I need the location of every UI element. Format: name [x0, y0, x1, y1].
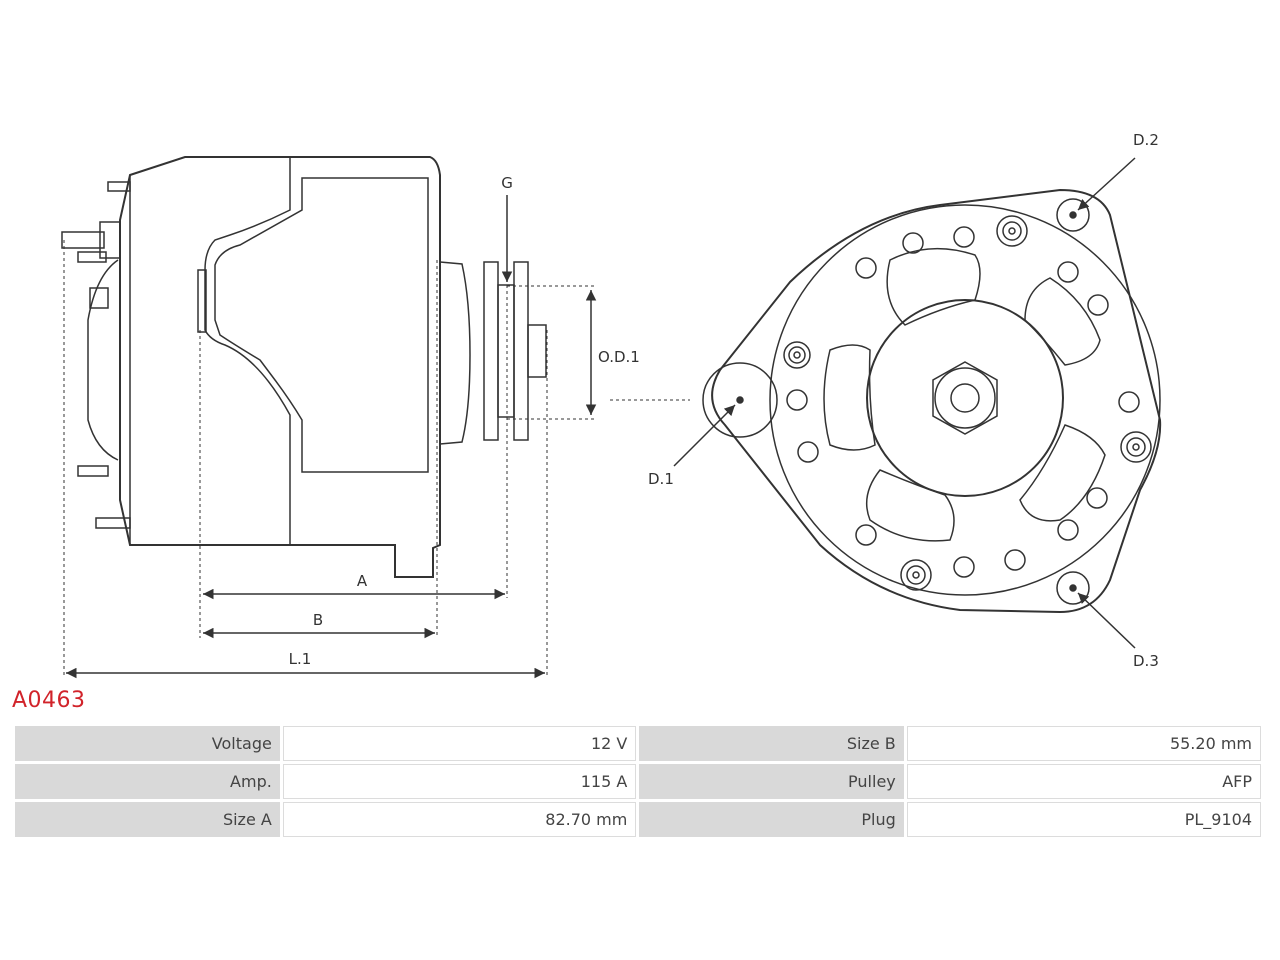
side-view	[61, 156, 547, 578]
rear-regulator	[87, 259, 119, 461]
screw-top	[996, 215, 1028, 247]
screw-right	[1120, 431, 1152, 463]
label-d3: D.3	[1133, 652, 1159, 670]
spec-table: Voltage 12 V Size B 55.20 mm Amp. 115 A …	[12, 723, 1264, 840]
label-b: B	[313, 611, 323, 629]
label-d2: D.2	[1133, 131, 1159, 149]
spec-value: 55.20 mm	[906, 726, 1261, 761]
pulley-flange-1	[483, 261, 499, 441]
fan-hub	[866, 299, 1064, 497]
regulator-bolt	[89, 287, 109, 309]
leader-lines	[673, 157, 1136, 649]
label-d1: D.1	[648, 470, 674, 488]
table-row: Voltage 12 V Size B 55.20 mm	[15, 726, 1261, 761]
terminal-bottom	[95, 517, 131, 529]
label-g: G	[501, 174, 513, 192]
front-flange	[711, 188, 1162, 614]
dimension-lines	[66, 195, 597, 679]
part-code: A0463	[12, 688, 86, 713]
spec-label: Pulley	[639, 764, 904, 799]
spec-value: 115 A	[282, 764, 637, 799]
front-view	[702, 188, 1162, 614]
extension-lines	[63, 240, 690, 676]
front-boss	[439, 261, 471, 445]
vent-slot-top	[886, 247, 981, 326]
vent-slot-left	[823, 344, 876, 451]
leader-d2	[1077, 157, 1136, 211]
shaft-ring	[934, 367, 996, 429]
screw-bottom	[900, 559, 932, 591]
spec-label: Amp.	[15, 764, 280, 799]
front-holes	[736, 198, 1152, 605]
spec-label: Voltage	[15, 726, 280, 761]
terminal-lower	[77, 465, 109, 477]
terminal-small	[77, 251, 107, 263]
terminal-top	[107, 181, 131, 192]
spec-value: 82.70 mm	[282, 802, 637, 837]
spec-label: Plug	[639, 802, 904, 837]
leader-d3	[1077, 592, 1136, 649]
leader-d1	[673, 404, 736, 467]
label-a: A	[357, 572, 368, 590]
housing-outline	[119, 156, 441, 578]
stator-window	[214, 177, 429, 473]
spec-label: Size B	[639, 726, 904, 761]
shaft-nut-hex	[932, 361, 998, 435]
label-od1: O.D.1	[598, 348, 640, 366]
mount-ear-d1	[702, 362, 778, 438]
shaft-nut	[527, 324, 547, 378]
table-row: Amp. 115 A Pulley AFP	[15, 764, 1261, 799]
spec-value: AFP	[906, 764, 1261, 799]
shaft	[950, 383, 980, 413]
spec-value: PL_9104	[906, 802, 1261, 837]
pulley-flange-2	[513, 261, 529, 441]
label-l1: L.1	[289, 650, 312, 668]
stator-frame	[204, 157, 291, 545]
terminal-b	[61, 231, 105, 249]
alternator-drawing: G O.D.1 A B L.1	[61, 131, 1162, 679]
pulley-hub	[497, 284, 515, 418]
vent-slot-right	[1019, 424, 1106, 522]
connector-block	[197, 269, 207, 333]
vent-slot-top-right	[1024, 277, 1101, 366]
spec-value: 12 V	[282, 726, 637, 761]
terminal-stud	[99, 221, 121, 259]
table-row: Size A 82.70 mm Plug PL_9104	[15, 802, 1261, 837]
vent-slot-bottom	[865, 469, 955, 542]
screw-left	[783, 341, 811, 369]
housing-ring	[769, 204, 1161, 596]
spec-label: Size A	[15, 802, 280, 837]
